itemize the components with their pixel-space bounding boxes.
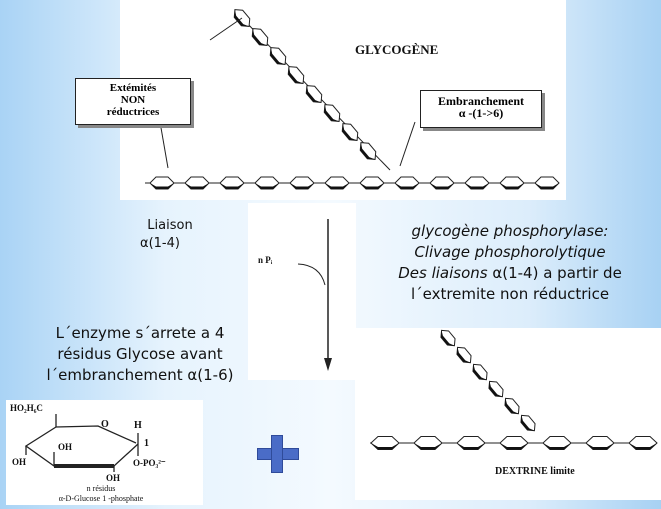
glucose-unit [184, 176, 210, 190]
enzyme-description: glycogène phosphorylase: Clivage phospho… [360, 221, 660, 305]
glucose-unit [488, 380, 504, 398]
glucose-unit [499, 436, 529, 450]
enzyme-name: glycogène phosphorylase: [411, 222, 609, 240]
label-line: réductrices [106, 106, 160, 118]
glucose-unit [542, 436, 572, 450]
glycogen-structure [145, 9, 560, 190]
enzyme-action: Clivage phosphorolytique [414, 243, 606, 261]
hydroxyl: OH [12, 457, 27, 467]
glucose-unit [440, 329, 456, 347]
glucose-unit [324, 176, 350, 190]
bond-line [209, 17, 243, 41]
glycogen-diagram: GLYCOGÈNE Extémités NON réductrices Embr… [75, 0, 566, 200]
dextrin-structure [370, 329, 658, 450]
glucose-unit [429, 176, 455, 190]
glucose-unit [359, 142, 377, 160]
hydroxyl: OH [58, 442, 73, 452]
glucose-unit [323, 104, 341, 122]
reaction-arrow-panel: n Pᵢ [248, 203, 356, 380]
label-line: NON [120, 94, 146, 106]
glucose-unit [585, 436, 615, 450]
bonds-text: Des liaisons [398, 264, 488, 282]
stop-line: résidus Glycose avant [57, 345, 223, 363]
bonds-type: α(1-4) a partir de [492, 264, 622, 282]
ring-oxygen: O [101, 419, 109, 430]
glucose-unit [289, 176, 315, 190]
glucose-unit [413, 436, 443, 450]
label-line: α -(1->6) [458, 106, 504, 120]
glucose-unit [370, 436, 400, 450]
plus-icon [257, 435, 299, 473]
glucose-unit [499, 176, 525, 190]
ch2-group: HO₂H₆C [10, 403, 43, 413]
non-reducing-ends-label: Extémités NON réductrices [75, 78, 191, 125]
glucose-unit [456, 436, 486, 450]
bond-label-line: α(1-4) [140, 236, 180, 251]
bond-label-line: Liaison [147, 218, 193, 233]
bond-line [399, 121, 416, 167]
glucose-unit [504, 397, 520, 415]
glucose-unit [269, 47, 287, 65]
glucose-unit [341, 123, 359, 141]
glucose-unit [464, 176, 490, 190]
glucose-ring [24, 414, 139, 472]
stop-line: L´enzyme s´arrete a 4 [55, 324, 225, 342]
glucose-unit [287, 66, 305, 84]
reaction-arrow [297, 219, 332, 371]
glucose-unit [472, 363, 488, 381]
glucose-unit [251, 28, 269, 46]
stop-line: l´embranchement α(1-6) [46, 366, 234, 384]
residue-count: n résidus [86, 484, 116, 493]
glucose-unit [456, 346, 472, 364]
glucose-name: α-D-Glucose 1 -phosphate [58, 494, 144, 503]
glycogen-title: GLYCOGÈNE [355, 42, 439, 57]
glucose-unit [305, 85, 323, 103]
label-line: Embranchement [438, 94, 524, 108]
c1-label: 1 [144, 438, 149, 449]
limit-dextrin-diagram: DEXTRINE limite [355, 328, 661, 500]
enzyme-bonds: Des liaisons α(1-4) a partir de [360, 263, 660, 284]
glucose-unit [149, 176, 175, 190]
h-atom: H [134, 420, 142, 431]
glucose-1-phosphate-structure: HO₂H₆C O H 1 OH OH OH O-PO₃²⁻ n résidus … [6, 400, 203, 505]
phosphate-reagent: n Pᵢ [258, 255, 273, 265]
glucose-unit [394, 176, 420, 190]
bond-label: Liaison α(1-4) [130, 217, 210, 253]
label-line: Extémités [109, 82, 157, 94]
glucose-unit [534, 176, 560, 190]
branch-label: Embranchement α -(1->6) [420, 90, 542, 128]
enzyme-start: l´extremite non réductrice [410, 285, 610, 303]
enzyme-stop-text: L´enzyme s´arrete a 4 résidus Glycose av… [30, 323, 250, 386]
glucose-unit [359, 176, 385, 190]
phosphate-group: O-PO₃²⁻ [133, 458, 166, 468]
glucose-unit [520, 414, 536, 432]
bond-line [159, 121, 169, 169]
hydroxyl: OH [106, 473, 121, 483]
dextrin-label: DEXTRINE limite [495, 466, 575, 477]
glucose-unit [254, 176, 280, 190]
glucose-unit [219, 176, 245, 190]
glucose-unit [628, 436, 658, 450]
